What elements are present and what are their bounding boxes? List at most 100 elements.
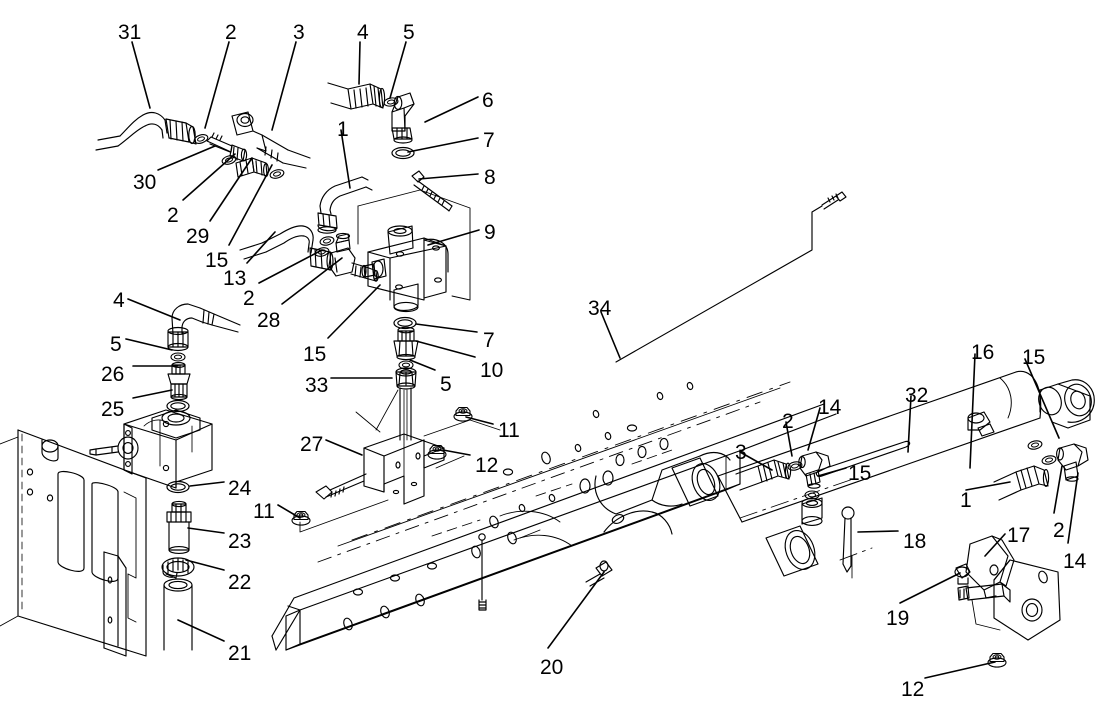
rail-pivot-bracket — [579, 437, 731, 535]
callout-number-28: 28 — [257, 309, 281, 332]
callout-number-5: 5 — [110, 333, 122, 356]
callout-number-19: 19 — [886, 607, 910, 630]
callout-number-14: 14 — [818, 396, 842, 419]
leader-line-8 — [418, 173, 479, 180]
callout-number-1: 1 — [337, 118, 349, 141]
callout-number-13: 13 — [223, 267, 247, 290]
callout-number-11: 11 — [253, 500, 275, 523]
part-14-elbow-b — [1056, 443, 1089, 482]
callout-number-15: 15 — [303, 343, 327, 366]
leader-lines — [125, 41, 1079, 679]
leader-line-27 — [325, 439, 363, 456]
part-9-valve-body — [357, 189, 471, 313]
leader-line-12 — [442, 449, 471, 456]
leader-line-34 — [600, 311, 621, 359]
callout-number-4: 4 — [357, 21, 369, 44]
callout-number-18: 18 — [903, 530, 927, 553]
leader-line-6 — [424, 96, 479, 123]
leader-line-2 — [258, 249, 323, 284]
callout-number-5: 5 — [440, 373, 452, 396]
leader-line-24 — [189, 481, 225, 487]
part-12-nut-b — [987, 652, 1007, 668]
callout-number-15: 15 — [1022, 346, 1046, 369]
leader-line-7 — [407, 137, 479, 153]
part-22-clamp — [161, 557, 195, 579]
callout-number-21: 21 — [228, 642, 252, 665]
callout-number-2: 2 — [243, 287, 255, 310]
callout-number-2: 2 — [1053, 519, 1065, 542]
callout-number-12: 12 — [475, 454, 499, 477]
part-21-hose — [163, 578, 193, 651]
part-24-oring — [166, 480, 190, 494]
leader-line-14 — [1067, 472, 1079, 544]
leader-line-10 — [415, 340, 476, 358]
leader-line-11 — [277, 504, 301, 519]
part-1-hose-b — [993, 465, 1050, 501]
chassis-panel — [0, 429, 147, 657]
part-5-oring-c — [170, 352, 186, 362]
callout-number-2: 2 — [167, 204, 179, 227]
callout-number-15: 15 — [205, 249, 229, 272]
callout-number-10: 10 — [480, 359, 504, 382]
part-18-cotter-pin — [841, 506, 855, 573]
leader-line-2 — [1053, 465, 1063, 514]
hydraulic-pump — [89, 409, 213, 489]
callout-number-7: 7 — [483, 329, 495, 352]
part-16-cylinder — [717, 370, 1095, 523]
leader-line-20 — [547, 571, 605, 649]
callout-number-26: 26 — [101, 363, 125, 386]
part-20-bolt-b — [585, 560, 613, 587]
part-28-tee — [328, 232, 379, 282]
callout-number-16: 16 — [971, 341, 995, 364]
part-23-fitting — [166, 500, 192, 554]
leader-line-1 — [340, 129, 351, 189]
leader-line-1 — [965, 481, 1011, 491]
leader-line-3 — [739, 451, 773, 471]
leader-line-5 — [125, 338, 173, 351]
part-26-adapter — [167, 362, 191, 401]
part-11-nut-b — [291, 510, 311, 526]
part-3-hose-b — [735, 459, 792, 491]
callout-number-27: 27 — [300, 433, 324, 456]
part-19-knob — [954, 563, 971, 585]
bolt-bracket-plate — [499, 510, 573, 547]
leader-line-2 — [204, 41, 230, 129]
leader-line-18 — [857, 530, 899, 533]
callout-number-5: 5 — [403, 21, 415, 44]
callout-number-6: 6 — [482, 89, 494, 112]
rod-with-threaded-tip — [615, 191, 847, 363]
part-14-elbow-a — [798, 451, 831, 489]
part-15-oring-a — [268, 167, 286, 181]
leader-line-15 — [228, 164, 273, 246]
leader-line-15 — [817, 467, 847, 477]
leader-line-28 — [281, 257, 343, 305]
callout-number-3: 3 — [735, 441, 747, 464]
leader-line-16 — [969, 353, 976, 469]
callout-number-15: 15 — [848, 462, 872, 485]
leader-line-7 — [415, 323, 478, 333]
part-33-tube — [395, 367, 417, 441]
leader-line-25 — [132, 389, 173, 399]
part-2-oring-e — [1040, 454, 1058, 466]
part-27-bracket — [299, 389, 501, 533]
part-1-hose-a — [317, 176, 373, 234]
leader-line-32 — [907, 395, 912, 453]
leader-line-4 — [127, 298, 181, 321]
leader-line-2 — [182, 153, 236, 201]
callout-number-34: 34 — [588, 297, 612, 320]
callout-number-33: 33 — [305, 374, 329, 397]
callout-number-1: 1 — [960, 489, 972, 512]
part-25-oring — [166, 399, 190, 413]
cyl-center-line — [739, 477, 857, 519]
callout-number-12: 12 — [901, 678, 925, 701]
callout-number-3: 3 — [293, 21, 305, 44]
callout-number-31: 31 — [118, 21, 142, 44]
cylinder-butt-tube — [671, 457, 819, 577]
callout-number-11: 11 — [498, 419, 520, 442]
leader-line-12 — [924, 661, 996, 679]
part-31-hose — [95, 111, 197, 151]
control-bracket-plate — [957, 559, 1061, 641]
leader-line-5 — [389, 41, 407, 99]
part-10-adapter — [393, 326, 419, 361]
